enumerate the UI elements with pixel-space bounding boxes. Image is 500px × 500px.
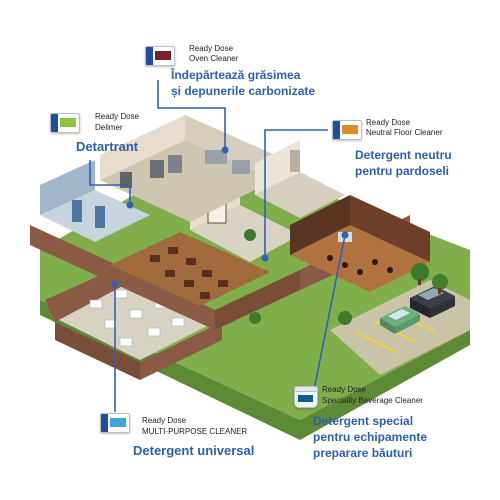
romanian-description-line1: Detergent special [313,414,414,428]
kitchen-floor [100,140,275,222]
product-name-line1: Ready Dose [142,416,187,425]
product-pack-icon [100,413,130,433]
product-name-line1: Ready Dose [322,385,367,394]
bar-wall-back [350,195,430,262]
romanian-description-line1: Detergent universal [133,443,255,458]
car-dark [410,286,455,318]
product-name-line1: Ready Dose [95,112,140,121]
callout-dots [111,146,349,288]
product-pack-icon [332,120,362,140]
bar-floor [290,225,430,292]
kitchen-equipment [120,150,250,188]
restroom-stall [95,206,105,228]
bar-wall [290,195,350,255]
car-green [380,306,420,334]
storage-shelf [290,150,300,172]
tree [338,311,352,325]
romanian-description-line2: pentru echipamente [313,430,428,444]
building-wall-front-left [30,225,215,330]
lawn-shade [40,300,470,440]
parking-line [354,331,396,353]
tree [249,312,261,324]
romanian-description-line2: pentru pardoseli [355,164,450,178]
romanian-description-line2: și depunerile carbonizate [171,84,316,98]
restroom-stall [72,200,82,222]
tree [411,263,429,285]
dot-multipurpose [111,280,119,288]
dot-beverage [341,231,349,239]
storage-wall [255,140,300,195]
restroom-wall [40,160,95,215]
callout-connectors [89,80,346,412]
connector-delimer [89,160,131,205]
connector-floor [264,129,328,258]
product-name-line1: Ready Dose [366,118,411,127]
product-pack-icon [145,46,175,66]
dot-floor [261,254,269,262]
bar-stools [327,255,393,275]
terrace-wall-right [140,322,222,380]
building-wall-front-right [215,270,300,330]
terrace-wall-front [55,322,140,380]
product-tub-icon [294,386,318,408]
product-name-line2: Oven Cleaner [189,54,239,63]
romanian-description-line1: Detergent neutru [355,148,452,162]
dining-floor [110,232,270,306]
plant [244,229,256,241]
romanian-description-line1: Îndepărtează grăsimea [171,68,301,82]
dot-delimer [126,201,134,209]
product-name-line2: Neutral Floor Cleaner [366,128,443,137]
product-name-line2: MULTI-PURPOSE CLEANER [142,427,248,436]
dot-oven [221,146,229,154]
connector-beverage [311,234,346,401]
kitchen-wall-back [100,115,185,180]
romanian-description-line1: Detartrant [76,139,139,154]
product-name-line2: Delimer [95,123,123,132]
tree [432,274,448,294]
dining-tables [150,247,228,299]
product-pack-icon [50,113,80,133]
connector-oven [157,80,226,150]
product-name-line2: Speciality Beverage Cleaner [322,396,423,405]
product-name-line1: Ready Dose [189,44,234,53]
romanian-description-line3: preparare băuturi [313,446,413,460]
kitchen-wall-right [185,115,275,180]
